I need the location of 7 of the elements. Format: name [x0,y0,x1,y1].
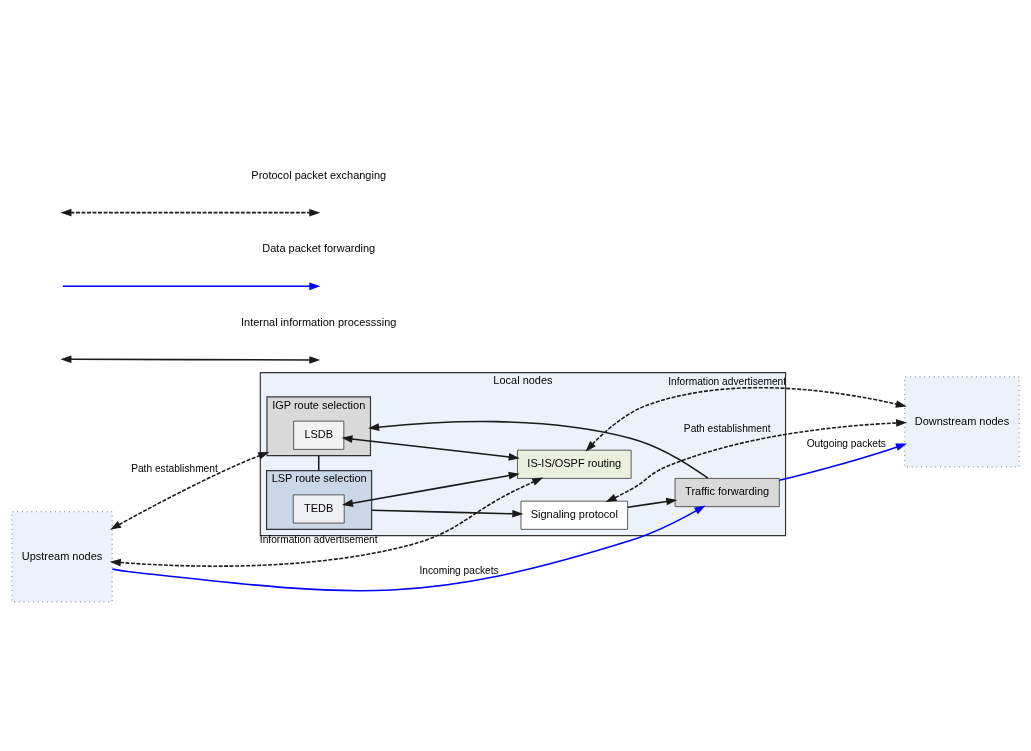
edge-label: Path establishment [683,423,771,435]
legend-label: Data packet forwarding [262,242,376,255]
edge-label: Path establishment [131,462,218,474]
edge-label: Incoming packets [419,564,499,576]
legend-label: Internal information processsing [240,316,397,329]
edge-label: Outgoing packets [806,438,886,450]
legend-label: Protocol packet exchanging [251,168,387,181]
